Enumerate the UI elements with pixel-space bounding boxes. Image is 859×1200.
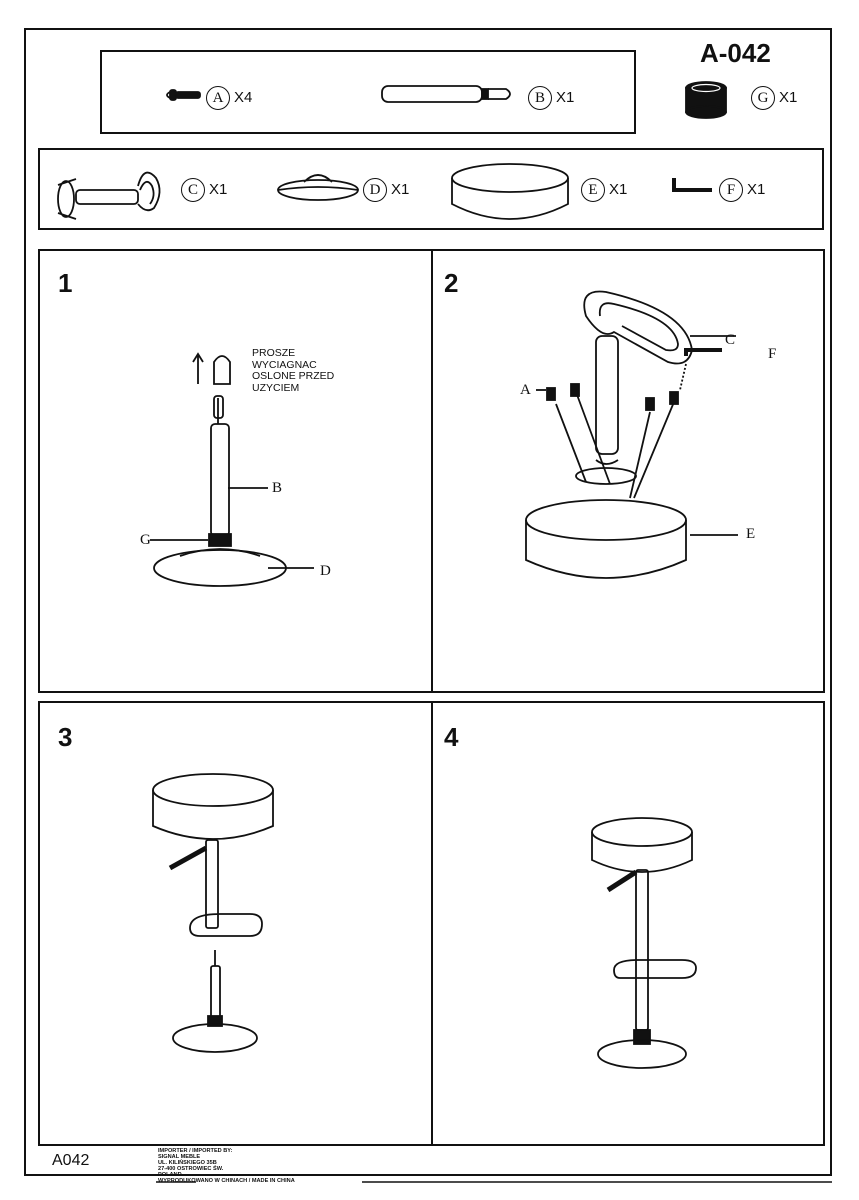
parts-box-bottom xyxy=(38,148,824,230)
step-2-panel xyxy=(431,249,825,693)
base-plate-icon xyxy=(277,174,359,201)
callout-e: E xyxy=(746,526,756,542)
screw-icon xyxy=(166,89,201,101)
parts-box-top xyxy=(100,50,636,134)
seat-icon xyxy=(451,163,569,220)
callout-c: C xyxy=(725,332,736,348)
callout-a: A xyxy=(520,382,531,398)
step4-drawing xyxy=(591,817,697,1069)
footrest-icon xyxy=(57,171,161,220)
step-4-panel xyxy=(431,701,825,1146)
callout-f: F xyxy=(768,346,777,362)
model-title: A-042 xyxy=(700,38,771,68)
footer-importer-info: IMPORTER / IMPORTED BY: SIGNAL MEBLE UL.… xyxy=(158,1148,295,1185)
footer-model-code: A042 xyxy=(52,1152,90,1169)
callout-b: B xyxy=(272,480,283,496)
gas-cylinder-icon xyxy=(381,85,511,103)
callout-d: D xyxy=(320,563,331,579)
step-2-number: 2 xyxy=(444,268,459,298)
ring-icon xyxy=(685,81,727,119)
page-frame xyxy=(24,28,832,1176)
step1-drawing xyxy=(150,352,314,587)
step-1-note: PROSZE WYCIAGNAC OSLONE PRZED UZYCIEM xyxy=(252,347,335,394)
callout-g: G xyxy=(140,532,151,548)
step3-drawing xyxy=(152,773,274,1053)
step2-drawing xyxy=(525,290,738,579)
step-3-number: 3 xyxy=(58,722,73,752)
hex-key-icon xyxy=(672,178,712,192)
step-4-number: 4 xyxy=(444,722,459,752)
step-1-number: 1 xyxy=(58,268,73,298)
